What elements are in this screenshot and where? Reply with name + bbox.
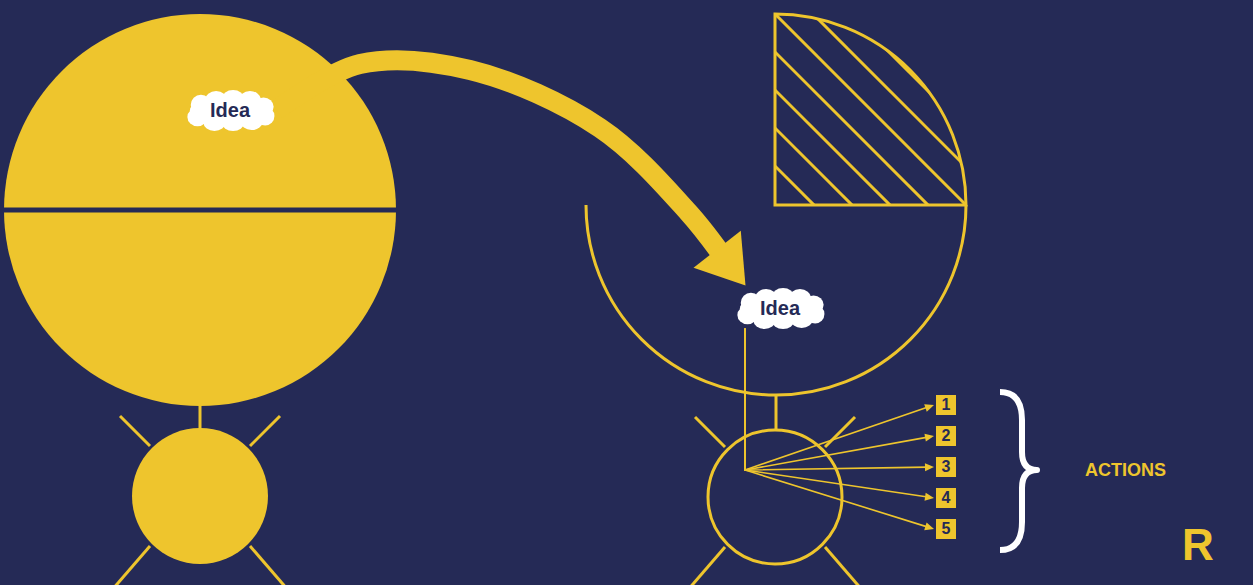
neck-line [775,395,778,430]
node-text: 4 [942,490,951,506]
action-number-box: 4 [936,488,956,508]
body-circle [708,430,842,564]
hatch-lines [623,14,1127,214]
connector-line [745,329,928,471]
quarter-outline [775,14,966,205]
idea-cloud: Idea [184,90,277,131]
connector-arrow [277,60,746,285]
group-label: ACTIONS [1085,461,1166,479]
arrowhead [924,404,934,412]
arrowhead [694,231,746,286]
arrowhead [925,493,934,501]
node-text: 2 [942,428,951,444]
limb-lines [687,417,863,585]
connector-line [745,329,928,471]
node-text: Idea [760,297,800,320]
neck-line [199,405,202,430]
arrowhead [924,523,934,531]
connector-arrow [745,329,934,531]
connector-arrow [745,329,934,472]
connector-arrow [745,329,934,471]
head-arc [586,205,966,395]
body-circle [132,428,268,564]
connector-line [277,60,726,260]
connector-arrow [745,329,934,501]
connector-line [745,329,928,498]
node-text: 1 [942,397,951,413]
arrowhead [925,463,934,471]
node-text: 3 [942,459,951,475]
limb-lines [112,416,288,585]
arrowhead [924,434,934,442]
action-number-box: 3 [936,457,956,477]
action-number-box: 5 [936,519,956,539]
connector-line [745,329,928,471]
action-number-box: 2 [936,426,956,446]
connector-line [745,329,928,528]
corner-letter: R [1182,523,1214,567]
node-text: 5 [942,521,951,537]
divider-line [3,208,397,213]
action-number-box: 1 [936,395,956,415]
connector-arrow [745,329,934,471]
idea-cloud: Idea [734,288,827,329]
brace [1000,392,1037,550]
node-text: Idea [210,99,250,122]
